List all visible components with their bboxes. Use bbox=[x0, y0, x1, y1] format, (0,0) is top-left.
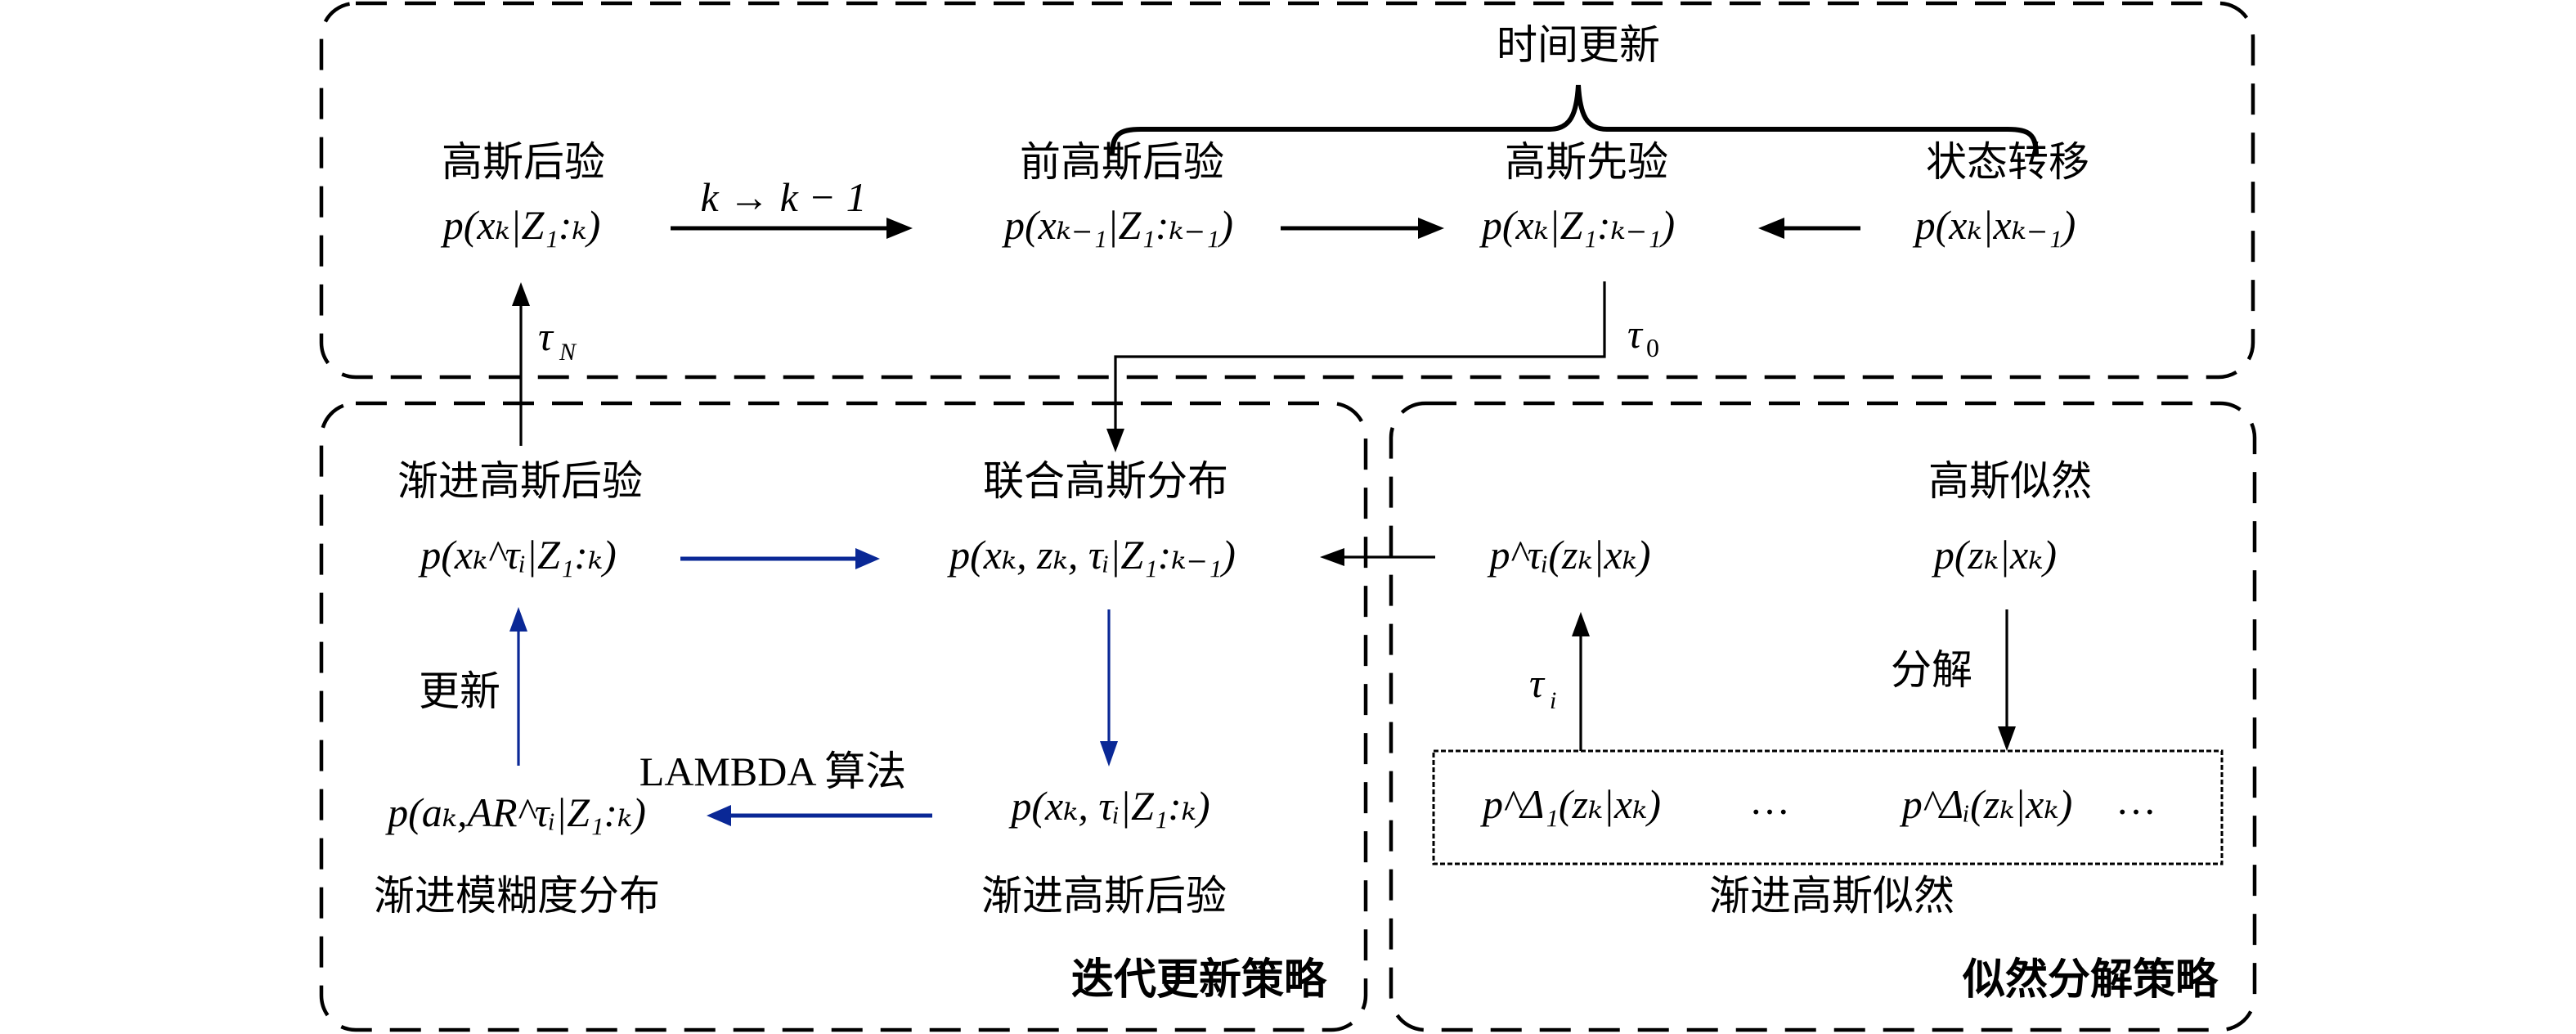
tau-likelihood-formula: p^τᵢ(zₖ|xₖ) bbox=[1487, 532, 1650, 578]
time-update-label: 时间更新 bbox=[1497, 21, 1660, 69]
gauss-posterior-title: 高斯后验 bbox=[442, 138, 605, 186]
transition-to-prior-arrowhead-icon bbox=[1758, 218, 1784, 239]
likelihood-ellipsis-2: … bbox=[2116, 777, 2156, 823]
decompose-arrowhead-icon bbox=[1998, 726, 2016, 751]
tau0-subscript: 0 bbox=[1646, 333, 1659, 362]
tau-i-subscript: i bbox=[1550, 687, 1556, 714]
gauss-posterior-formula: p(xₖ|Z₁:ₖ) bbox=[441, 202, 601, 248]
tau-i-label: τ bbox=[1529, 660, 1546, 706]
progressive-posterior-bottom-formula: p(xₖ, τᵢ|Z₁:ₖ) bbox=[1008, 783, 1209, 829]
decompose-label: 分解 bbox=[1891, 646, 1972, 694]
tauN-label: τ bbox=[538, 313, 554, 359]
tau-i-arrowhead-icon bbox=[1572, 612, 1590, 636]
iterative-update-panel bbox=[319, 401, 1368, 1032]
k-shift-label: k → k − 1 bbox=[700, 174, 866, 220]
likelihood-to-joint-arrowhead-icon bbox=[1320, 548, 1344, 566]
k-shift-arrowhead-icon bbox=[886, 218, 913, 239]
likelihood-item-1: p^Δ₁(zₖ|xₖ) bbox=[1480, 781, 1661, 827]
progressive-posterior-top-title: 渐进高斯后验 bbox=[397, 457, 643, 505]
prev-to-prior-arrowhead-icon bbox=[1418, 218, 1444, 239]
tauN-subscript: N bbox=[559, 339, 577, 366]
tau0-connector bbox=[1114, 281, 1606, 434]
time-update-panel bbox=[319, 1, 2255, 380]
tau0-arrowhead-icon bbox=[1106, 429, 1124, 452]
joint-gauss-title: 联合高斯分布 bbox=[983, 457, 1228, 505]
tau0-label: τ bbox=[1627, 311, 1644, 357]
likelihood-ellipsis-1: … bbox=[1749, 777, 1790, 823]
prev-gauss-posterior-formula: p(xₖ₋₁|Z₁:ₖ₋₁) bbox=[1002, 202, 1233, 248]
state-transition-title: 状态转移 bbox=[1926, 138, 2089, 186]
state-transition-formula: p(xₖ|xₖ₋₁) bbox=[1913, 202, 2076, 248]
likelihood-decomposition-panel bbox=[1389, 401, 2257, 1032]
ambiguity-formula: p(aₖ,AR^τᵢ|Z₁:ₖ) bbox=[385, 789, 646, 835]
likelihood-item-i: p^Δᵢ(zₖ|xₖ) bbox=[1900, 781, 2073, 827]
joint-gauss-formula: p(xₖ, zₖ, τᵢ|Z₁:ₖ₋₁) bbox=[947, 532, 1236, 578]
posterior-to-joint-arrowhead-icon bbox=[855, 548, 880, 569]
lambda-arrowhead-icon bbox=[707, 805, 731, 826]
ambiguity-title: 渐进模糊度分布 bbox=[374, 872, 660, 919]
progressive-likelihood-title: 渐进高斯似然 bbox=[1709, 872, 1954, 919]
update-arrowhead-icon bbox=[509, 607, 527, 632]
prev-gauss-posterior-title: 前高斯后验 bbox=[1020, 138, 1224, 186]
time-update-brace bbox=[1110, 84, 2039, 156]
update-label: 更新 bbox=[419, 668, 500, 715]
gauss-prior-formula: p(xₖ|Z₁:ₖ₋₁) bbox=[1479, 202, 1675, 248]
gauss-likelihood-title: 高斯似然 bbox=[1928, 457, 2092, 505]
tauN-arrowhead-icon bbox=[512, 282, 530, 306]
gauss-likelihood-formula: p(zₖ|xₖ) bbox=[1932, 532, 2057, 578]
likelihood-strategy-label: 似然分解策略 bbox=[1962, 955, 2219, 1005]
iterative-strategy-label: 迭代更新策略 bbox=[1071, 955, 1327, 1005]
joint-to-bottom-posterior-arrowhead-icon bbox=[1100, 741, 1118, 767]
progressive-posterior-bottom-title: 渐进高斯后验 bbox=[981, 872, 1227, 919]
progressive-posterior-top-formula: p(xₖ^τᵢ|Z₁:ₖ) bbox=[418, 532, 616, 578]
gauss-prior-title: 高斯先验 bbox=[1505, 138, 1668, 186]
progressive-likelihood-group bbox=[1432, 749, 2224, 865]
lambda-label: LAMBDA 算法 bbox=[640, 749, 906, 794]
